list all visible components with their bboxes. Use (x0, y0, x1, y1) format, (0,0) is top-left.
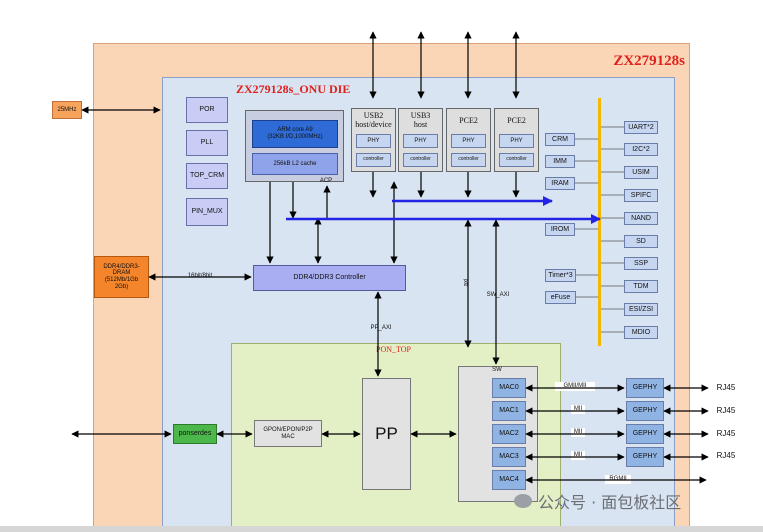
wechat-icon (514, 494, 532, 508)
acp-label: ACP (319, 178, 333, 185)
l2-cache: 256kB L2 cache (252, 153, 338, 175)
block-top-crm: TOP_CRM (186, 163, 228, 189)
block-spifc: SPIFC (624, 189, 658, 202)
pon-mac: GPON/EPON/P2P MAC (254, 420, 322, 447)
block-esi-zsi: ESI/ZSI (624, 303, 658, 316)
chip-title: ZX279128s (613, 53, 685, 69)
usb2-phy: PHY (356, 134, 391, 148)
watermark: 公众号 · 面包板社区 (514, 488, 744, 514)
pce2b-phy: PHY (499, 134, 534, 148)
block-uart: UART*2 (624, 121, 658, 134)
pce2b-controller: controller (499, 153, 534, 167)
watermark-text: 公众号 · 面包板社区 (538, 493, 682, 512)
block-pin-mux: PIN_MUX (186, 198, 228, 226)
die-title: ZX279128s_ONU DIE (236, 82, 351, 96)
usb2-title: USB2 host/device (355, 111, 392, 129)
block-i2c: I2C*2 (624, 143, 658, 156)
rj45-3: RJ45 (716, 450, 736, 460)
bottom-strip (0, 526, 763, 532)
rj45-0: RJ45 (716, 382, 736, 392)
pce2a-phy: PHY (451, 134, 486, 148)
usb3-controller: controller (403, 153, 438, 167)
block-usim: USIM (624, 166, 658, 179)
usb2-controller: controller (356, 153, 391, 167)
block-imm: IMM (545, 155, 575, 168)
block-por: POR (186, 97, 228, 123)
block-ssp: SSP (624, 257, 658, 270)
ddr-dram: DDR4/DDR3- DRAM (512Mb/1Gb 2Gb) (94, 256, 149, 298)
block-efuse: eFuse (545, 291, 576, 304)
block-mdio: MDIO (624, 326, 658, 339)
block-nand: NAND (624, 212, 658, 225)
pp-block: PP (362, 378, 411, 490)
rj45-1: RJ45 (716, 405, 736, 415)
rj45-2: RJ45 (716, 428, 736, 438)
block-timer: Timer*3 (545, 269, 576, 282)
arm-core: ARM core A9 (32KB I/D,1000MHz) (252, 120, 338, 148)
ddr-controller: DDR4/DDR3 Controller (253, 265, 406, 291)
pce2a-controller: controller (451, 153, 486, 167)
block-sd: SD (624, 235, 658, 248)
block-pll: PLL (186, 130, 228, 156)
gephy-0: GEPHY (626, 378, 664, 398)
pon-top-title: PON_TOP (376, 345, 411, 354)
block-crm: CRM (545, 133, 575, 146)
block-iram: IRAM (545, 177, 575, 190)
pce2b-title: PCE2 (507, 115, 526, 125)
block-irom: IROM (545, 223, 575, 236)
block-tdm: TDM (624, 280, 658, 293)
pce2a-title: PCE2 (459, 115, 478, 125)
usb3-phy: PHY (403, 134, 438, 148)
sw-label: SW (492, 367, 502, 374)
usb3-title: USB3 host (410, 111, 431, 129)
